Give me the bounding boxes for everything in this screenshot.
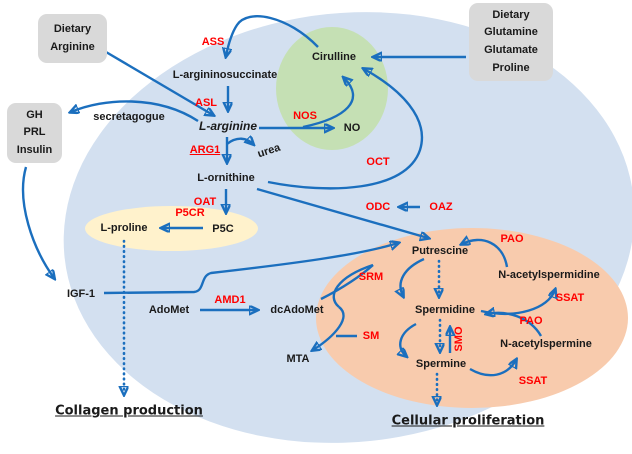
enzyme-pao-mid: PAO	[519, 315, 543, 327]
label-n-acetylspermidine: N-acetylspermidine	[498, 269, 600, 281]
arrow-oct-to-citrulline	[267, 69, 423, 190]
arrow-odc-to-putrescine	[256, 187, 428, 238]
box-line: Glutamate	[484, 44, 538, 56]
label-no: NO	[343, 122, 361, 134]
arrow-secretagogue	[71, 100, 199, 123]
label-putrescine: Putrescine	[411, 245, 469, 257]
arrow-citrulline-to-argininosuccinate	[226, 15, 319, 56]
enzyme-ssat-top: SSAT	[555, 292, 585, 304]
label-l-ornithine: L-ornithine	[197, 172, 255, 184]
enzyme-oaz: OAZ	[429, 201, 453, 213]
enzyme-arg1: ARG1	[189, 144, 221, 156]
enzyme-odc: ODC	[365, 201, 391, 213]
arrow-gh-to-igf1	[21, 166, 54, 278]
label-secretagogue: secretagogue	[93, 111, 165, 123]
box-line: Glutamine	[484, 26, 538, 39]
enzyme-asl: ASL	[195, 97, 217, 109]
arrow-dcadomet-to-srm	[320, 264, 374, 301]
label-l-arginine: L-arginine	[198, 119, 258, 133]
label-n-acetylspermine: N-acetylspermine	[500, 338, 592, 350]
arrow-pao-to-putrescine	[462, 240, 509, 268]
label-p5c: P5C	[212, 223, 234, 235]
arrow-ssat-to-nacetylspermine	[469, 360, 516, 377]
label-spermidine: Spermidine	[415, 304, 475, 316]
enzyme-smo: SMO	[453, 326, 465, 352]
label-collagen-production: Collagen production	[55, 403, 203, 419]
label-l-proline: L-proline	[100, 222, 148, 234]
enzyme-nos: NOS	[293, 110, 317, 122]
box-line: Dietary	[492, 8, 530, 21]
box-dietary-arginine: Dietary Arginine	[38, 14, 107, 63]
label-adomet: AdoMet	[148, 304, 190, 316]
enzyme-oct: OCT	[366, 156, 390, 168]
arrow-urea	[226, 139, 253, 144]
polyamine-region-ellipse	[316, 228, 628, 408]
label-cellular-proliferation: Cellular proliferation	[391, 413, 545, 429]
enzyme-amd1: AMD1	[214, 294, 246, 306]
box-line: Arginine	[50, 40, 95, 53]
box-dietary-glutamine: Dietary Glutamine Glutamate Proline	[469, 3, 553, 81]
label-mta: MTA	[286, 353, 310, 365]
enzyme-oat: OAT	[193, 196, 217, 208]
label-igf1: IGF-1	[66, 288, 96, 300]
arrow-sm-reaction	[400, 322, 417, 356]
enzyme-ass: ASS	[201, 36, 225, 48]
box-line: GH	[26, 108, 43, 121]
arrow-igf1-to-putrescine	[103, 243, 398, 295]
enzyme-sm: SM	[362, 330, 380, 342]
box-gh-prl-insulin: GH PRL Insulin	[7, 103, 62, 163]
enzyme-ssat-bottom: SSAT	[518, 375, 548, 387]
arrow-srm-reaction	[401, 257, 425, 296]
arrow-pao-to-spermidine	[487, 313, 543, 337]
enzyme-p5cr: P5CR	[175, 207, 205, 219]
arrow-nos-to-citrulline	[302, 78, 355, 129]
enzyme-pao-top: PAO	[500, 233, 524, 245]
label-spermine: Spermine	[415, 358, 467, 370]
box-line: PRL	[23, 126, 46, 139]
arrow-srm-loop	[332, 263, 374, 308]
box-line: Dietary	[53, 22, 92, 35]
box-line: Proline	[492, 61, 530, 74]
arrow-dcadomet-to-mta	[313, 306, 345, 350]
arrow-ssat-to-nacetylspermidine	[480, 290, 555, 315]
arrow-dietary-arginine-to-arginine	[105, 50, 213, 115]
label-cirulline: Cirulline	[311, 51, 357, 63]
label-l-argininosuccinate: L-argininosuccinate	[172, 69, 278, 81]
enzyme-srm: SRM	[358, 271, 384, 283]
label-dcadomet: dcAdoMet	[270, 304, 324, 316]
box-line: Insulin	[16, 143, 53, 156]
